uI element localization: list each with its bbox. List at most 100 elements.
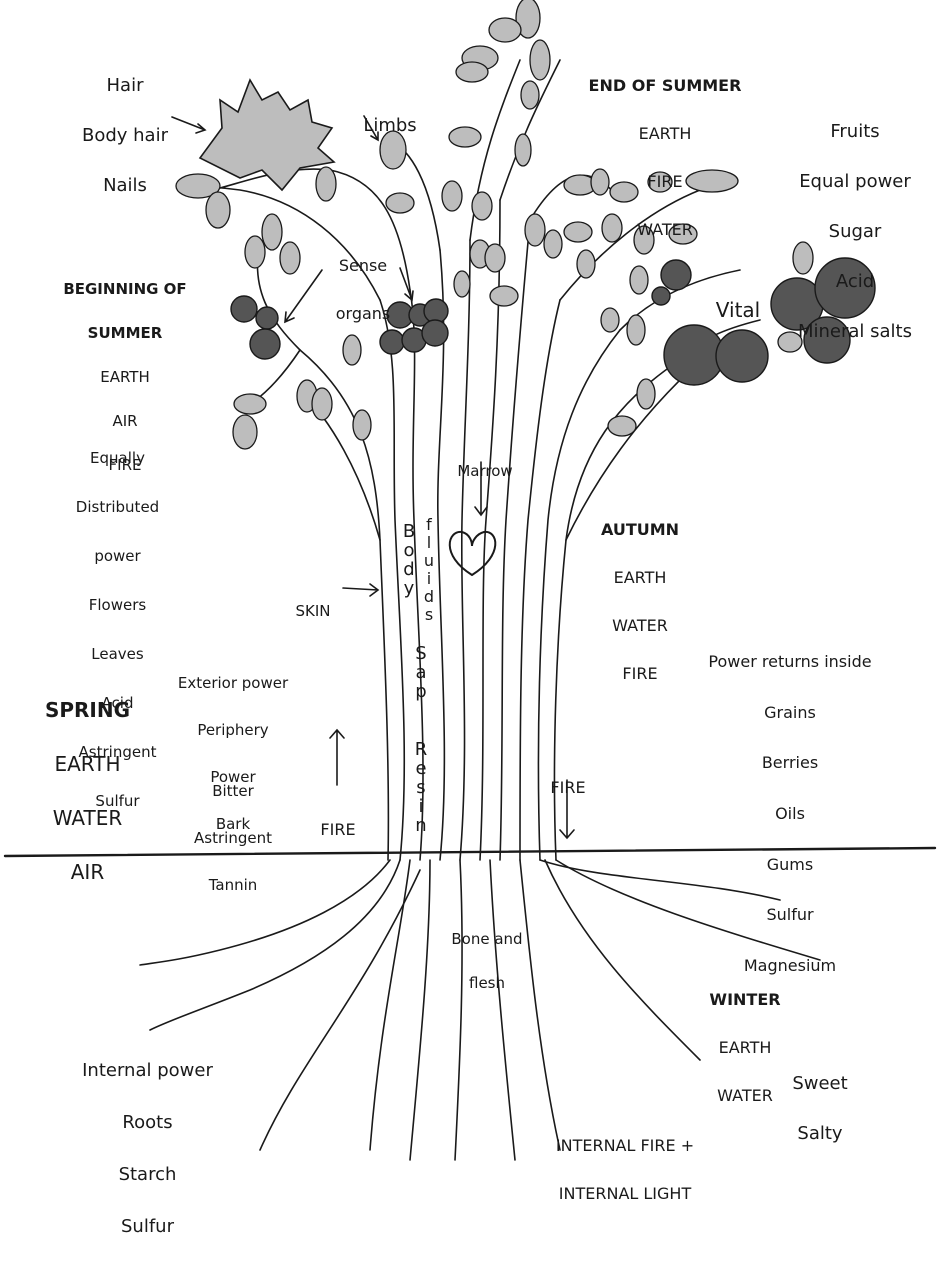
- trunk-strand: [460, 240, 470, 860]
- bitter-line: Astringent: [168, 827, 298, 851]
- leaf: [521, 81, 539, 109]
- fruits-label: Fruits Equal power Sugar Acid Mineral sa…: [770, 94, 940, 369]
- vertical-letter: B: [398, 522, 420, 541]
- leaf: [456, 62, 488, 82]
- leaf: [637, 379, 655, 409]
- internal-fire-label: INTERNAL FIRE + INTERNAL LIGHT: [520, 1110, 730, 1230]
- body-vertical-text: Body: [398, 522, 420, 598]
- vertical-letter: f: [418, 516, 440, 534]
- fire-down-label: FIRE: [535, 752, 601, 824]
- fire-up-arrow: [330, 730, 344, 785]
- element-text: EARTH: [25, 751, 150, 778]
- equal-power-text: Equal power: [770, 169, 940, 194]
- sense-organs-label: Sense organs: [318, 230, 408, 350]
- trunk-strand: [500, 220, 530, 860]
- leaf: [472, 192, 492, 220]
- autumn-title: AUTUMN: [580, 518, 700, 542]
- fruit: [422, 320, 448, 346]
- organs-text: organs: [318, 302, 408, 326]
- leaf: [280, 242, 300, 274]
- vertical-letter: e: [410, 759, 432, 778]
- limbs-text: Limbs: [340, 113, 440, 138]
- leaf: [262, 214, 282, 250]
- power-inside-line: Oils: [670, 801, 910, 826]
- bitter-label: Bitter Astringent Tannin: [168, 756, 298, 921]
- vertical-letter: y: [398, 579, 420, 598]
- limbs-label: Limbs: [340, 88, 440, 163]
- power-inside-line: Gums: [670, 852, 910, 877]
- flowers-line: Flowers: [50, 593, 185, 618]
- skin-label: SKIN: [278, 578, 348, 644]
- leaf: [206, 192, 230, 228]
- vertical-letter: s: [410, 778, 432, 797]
- fluids-vertical-text: fluids: [418, 516, 440, 624]
- flowers-line: Distributed: [50, 495, 185, 520]
- leaf: [515, 134, 531, 166]
- vertical-letter: S: [410, 644, 432, 663]
- sweet-label: Sweet Salty: [770, 1046, 870, 1171]
- fire-text: FIRE: [305, 818, 371, 842]
- power-inside-line: Sulfur: [670, 902, 910, 927]
- internal-fire-line: INTERNAL FIRE +: [520, 1134, 730, 1158]
- maple-leaf: [200, 80, 334, 190]
- leaf: [442, 181, 462, 211]
- bitter-line: Tannin: [168, 874, 298, 898]
- leaf: [316, 167, 336, 201]
- end-of-summer-block: END OF SUMMER EARTH FIRE WATER: [560, 50, 770, 266]
- bitter-line: Bitter: [168, 780, 298, 804]
- vertical-letter: o: [398, 541, 420, 560]
- hair-label: Hair Body hair Nails: [70, 48, 180, 223]
- vital-text: Vital: [698, 297, 778, 324]
- bone-label: Bone and flesh: [432, 906, 542, 1016]
- heart-shape: [450, 532, 496, 575]
- tree-diagram: Hair Body hair Nails Limbs END OF SUMMER…: [0, 0, 941, 1167]
- power-inside-line: Power returns inside: [670, 649, 910, 674]
- flowers-line: power: [50, 544, 185, 569]
- vertical-letter: u: [418, 552, 440, 570]
- internal-light-line: INTERNAL LIGHT: [520, 1182, 730, 1206]
- sugar-text: Sugar: [770, 219, 940, 244]
- internal-power-line: Starch: [55, 1162, 240, 1188]
- sense-pointer: [285, 270, 322, 322]
- bone-line: flesh: [432, 972, 542, 994]
- exterior-line: Exterior power: [148, 672, 318, 696]
- fire-text: FIRE: [535, 776, 601, 800]
- internal-power-label: Internal power Roots Starch Sulfur: [55, 1032, 240, 1266]
- vertical-letter: i: [418, 570, 440, 588]
- internal-power-line: Sulfur: [55, 1214, 240, 1240]
- skin-arrow: [343, 584, 378, 596]
- vertical-letter: s: [418, 606, 440, 624]
- vital-label: Vital: [698, 270, 778, 351]
- internal-power-line: Internal power: [55, 1058, 240, 1084]
- leaf: [530, 40, 550, 80]
- flowers-line: Equally: [50, 446, 185, 471]
- leaf: [608, 416, 636, 436]
- fruit: [652, 287, 670, 305]
- leaf: [630, 266, 648, 294]
- element-text: AIR: [25, 859, 150, 886]
- branch: [300, 390, 380, 540]
- marrow-label: Marrow: [450, 438, 520, 504]
- fruit: [231, 296, 257, 322]
- hair-text: Hair: [70, 73, 180, 98]
- leaf: [312, 388, 332, 420]
- vertical-letter: a: [410, 663, 432, 682]
- leaf: [245, 236, 265, 268]
- beginning-of-summer-title: SUMMER: [40, 322, 210, 344]
- leaf: [233, 415, 257, 449]
- element-text: EARTH: [40, 366, 210, 388]
- leaf: [449, 127, 481, 147]
- marrow-text: Marrow: [450, 460, 520, 482]
- leaf: [627, 315, 645, 345]
- leaf: [489, 18, 521, 42]
- sense-text: Sense: [318, 254, 408, 278]
- leaf: [353, 410, 371, 440]
- leaf: [386, 193, 414, 213]
- leaf: [525, 214, 545, 246]
- vertical-letter: d: [398, 560, 420, 579]
- fire-up-label: FIRE: [305, 794, 371, 866]
